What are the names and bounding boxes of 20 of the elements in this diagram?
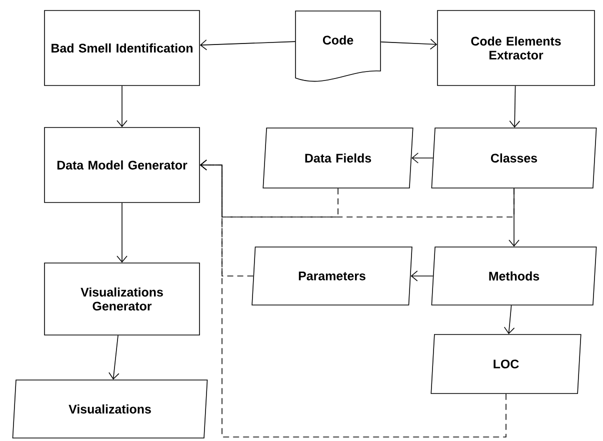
process-box: Visualizations Generator xyxy=(44,262,200,336)
data-parallelogram: Data Fields xyxy=(262,128,414,188)
data-parallelogram: Classes xyxy=(431,128,597,188)
process-box: Data Model Generator xyxy=(44,127,200,203)
process-box: Bad Smell Identification xyxy=(44,10,200,86)
process-box: Code Elements Extractor xyxy=(437,10,595,86)
arrow xyxy=(200,39,296,50)
arrow xyxy=(108,335,120,380)
arrow xyxy=(116,202,128,263)
arrow xyxy=(504,304,515,334)
data-parallelogram: Parameters xyxy=(252,246,412,306)
arrow xyxy=(380,38,438,50)
data-parallelogram: LOC xyxy=(430,334,582,394)
dashed-arrow xyxy=(200,160,506,438)
arrow xyxy=(410,270,434,282)
data-parallelogram: Visualizations xyxy=(12,380,208,438)
data-parallelogram: Methods xyxy=(431,246,597,306)
arrow xyxy=(509,86,520,128)
arrow xyxy=(116,86,128,128)
arrow xyxy=(412,152,434,164)
